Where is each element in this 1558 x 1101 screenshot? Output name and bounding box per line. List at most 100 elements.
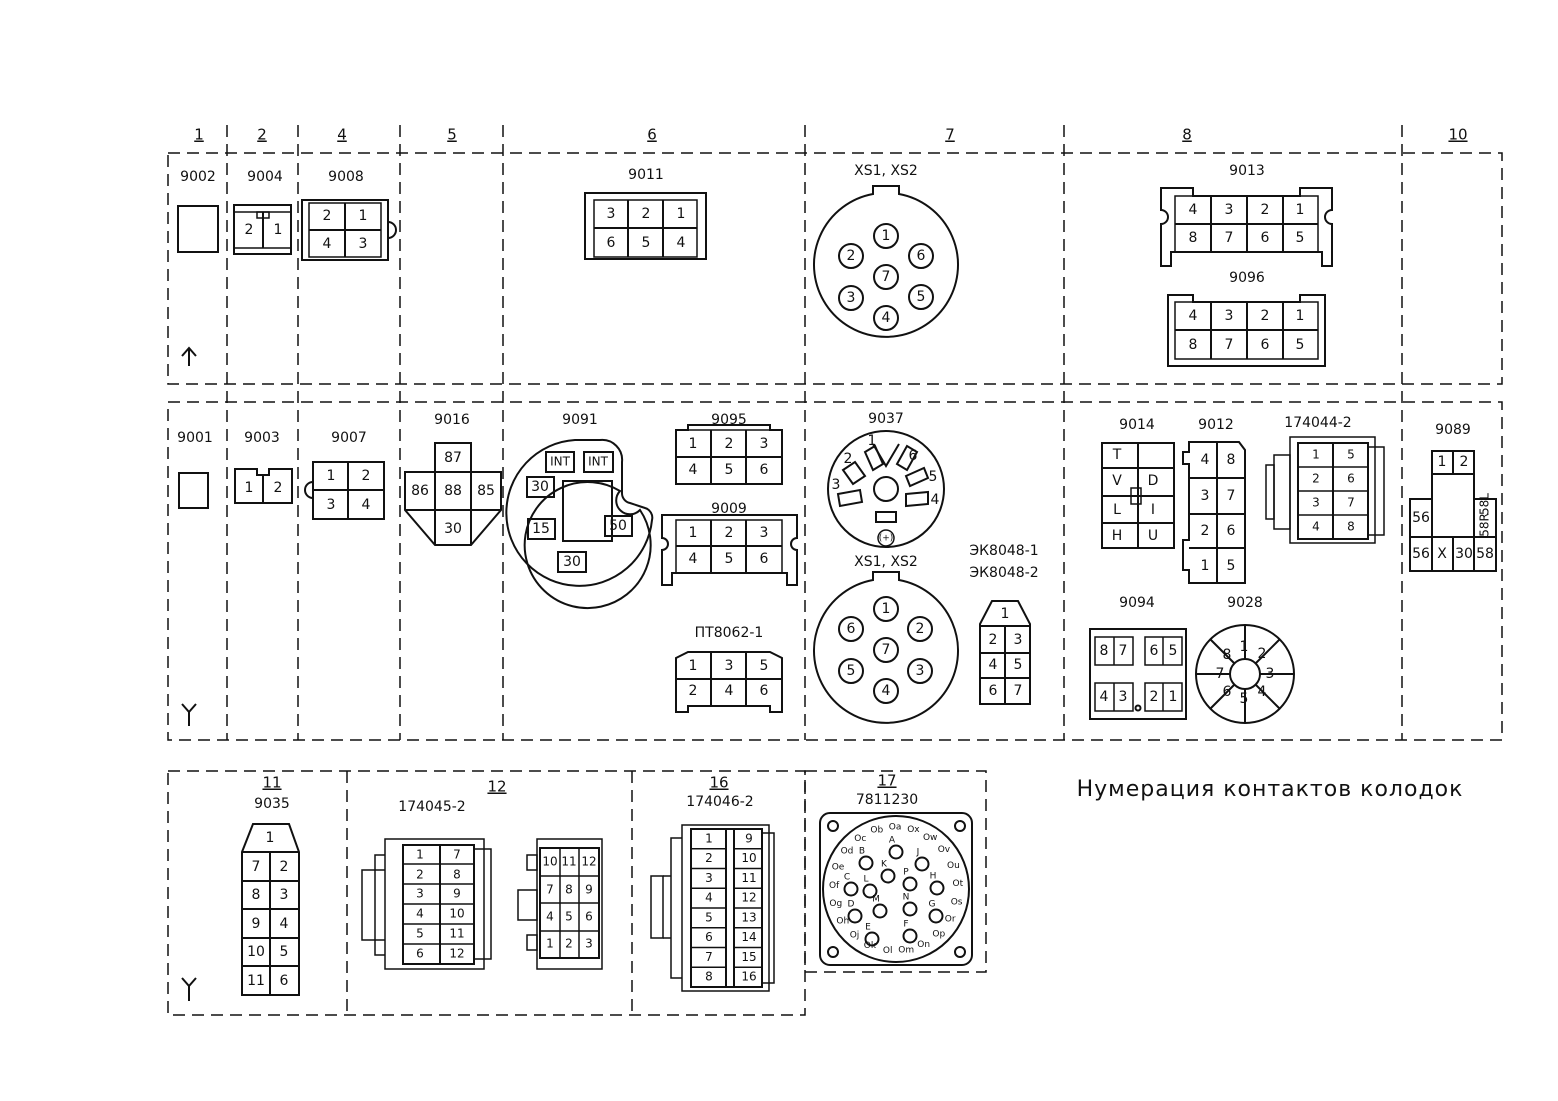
connector-9003: 9003 1 2 (234, 430, 293, 504)
pin-label: 2 (323, 208, 332, 224)
ring-pin-label: Om (898, 946, 914, 956)
pin-label: 2 (1150, 689, 1159, 705)
pin-label: 1 (882, 228, 891, 244)
connector-label: XS1, XS2 (854, 554, 918, 570)
connector-174044-2: 174044-2 1 5 2 6 3 7 4 8 (1265, 415, 1385, 544)
pin-label: 8 (1189, 337, 1198, 353)
ring-pin-label: Ob (870, 826, 883, 836)
pin-label: 10 (449, 907, 464, 921)
pin-label: V (1112, 473, 1122, 489)
pin-label: 8 (1227, 452, 1236, 468)
pin-label: 3 (847, 290, 856, 306)
pin-label: 4 (725, 683, 734, 699)
connector-label: 9007 (331, 430, 367, 446)
connector-9001: 9001 (177, 430, 213, 509)
pin-label: 4 (931, 492, 940, 508)
pin-label: 13 (741, 910, 756, 924)
connector-label: 174046-2 (686, 794, 753, 810)
pin-label: 86 (411, 483, 429, 499)
column-header-2: 2 (257, 126, 267, 144)
connector-9089: 9089 1 2 56 58L 58R 56 X 30 58 (1409, 422, 1497, 572)
connector-9011: 9011 3 2 1 6 5 4 (584, 167, 707, 260)
pin-socket (862, 883, 878, 899)
drawing-title: Нумерация контактов колодок (1077, 777, 1464, 802)
connector-9037-socket: 9037 1 2 3 4 5 6 (+) (827, 411, 945, 548)
pin-label: 7 (252, 859, 261, 875)
pin-label: 58L (1478, 493, 1492, 515)
connector-label: 9096 (1229, 270, 1265, 286)
pin-label: 2 (1261, 308, 1270, 324)
pin-label: L (1113, 502, 1121, 518)
pin-label: 6 (705, 930, 713, 944)
column-header-7: 7 (945, 126, 955, 144)
pin-label: 10 (247, 944, 265, 960)
section-header-11: 11 (262, 774, 281, 792)
pin-label: 2 (274, 480, 283, 496)
pin-label: 5 (1169, 643, 1178, 659)
pin-label: 10 (741, 851, 756, 865)
pin-label: 3 (327, 497, 336, 513)
pin-label: 7 (1227, 488, 1236, 504)
pin-label: 3 (760, 525, 769, 541)
pin-label: 7 (1225, 230, 1234, 246)
pin-label: 6 (760, 551, 769, 567)
pin-label: 1 (1296, 308, 1305, 324)
pin-label: 11 (449, 927, 464, 941)
pin-socket (902, 901, 918, 917)
pin-label: L (863, 875, 868, 885)
pin-label: 3 (705, 871, 713, 885)
pin-socket (864, 931, 880, 947)
pin-label: 6 (585, 910, 593, 924)
connector-ek8048: ЭК8048-1 ЭК8048-2 1 2 3 4 5 6 7 (969, 543, 1039, 705)
pin-label: 5 (1014, 657, 1023, 673)
pin-label: 5 (917, 289, 926, 305)
pin-label: 4 (1100, 689, 1109, 705)
connector-9035: 9035 1 7 2 8 3 9 4 10 5 11 6 (241, 796, 300, 996)
connector-xs1-xs2-round: XS1, XS2 1 2 6 7 3 5 4 (813, 163, 959, 338)
pin-label: 1 (245, 480, 254, 496)
pin-label: 7 (1216, 666, 1225, 682)
pin-label: 1 (1296, 202, 1305, 218)
pin-label: H (1112, 528, 1123, 544)
connector-label: 9012 (1198, 417, 1234, 433)
ring-pin-label: Od (841, 847, 854, 857)
pin-label: 2 (725, 525, 734, 541)
pin-label: 1 (416, 848, 424, 862)
pin-socket (888, 844, 904, 860)
pin-label: 4 (1258, 684, 1267, 700)
pin-label: 4 (882, 310, 891, 326)
pin-label: 5 (760, 658, 769, 674)
y-mark-icon (181, 703, 197, 726)
section-header-17: 17 (877, 772, 896, 790)
pin-label: 1 (1001, 606, 1010, 622)
pin-label: J (916, 848, 920, 858)
pin-label: 56 (1412, 546, 1430, 562)
connector-9002: 9002 (177, 169, 219, 253)
ring-pin-label: Ow (923, 833, 937, 843)
pin-label: 11 (741, 871, 756, 885)
pin-socket (847, 908, 863, 924)
pin-label: 7 (1225, 337, 1234, 353)
pin-label: 5 (280, 944, 289, 960)
pin-label: 2 (725, 436, 734, 452)
pin-label: 12 (449, 947, 464, 961)
ring-pin-label: Ou (947, 861, 960, 871)
pin-label: 3 (1119, 689, 1128, 705)
pin-label: 88 (444, 483, 462, 499)
pin-label: C (844, 873, 850, 883)
pin-label: 2 (1261, 202, 1270, 218)
ring-pin-label: Oh (836, 916, 849, 926)
pin-label: 3 (1014, 632, 1023, 648)
pin-label: 6 (847, 621, 856, 637)
column-headers: 1 2 4 5 6 7 8 10 11 12 16 17 (194, 126, 1467, 796)
pin-label: 4 (705, 891, 713, 905)
connector-9095: 9095 1 2 3 4 5 6 (675, 412, 783, 485)
pin-label: X (1437, 546, 1447, 562)
pin-label: 9 (252, 916, 261, 932)
pin-label: 9 (453, 887, 461, 901)
ring-pin-label: Ov (938, 845, 951, 855)
pin-label: N (903, 893, 910, 903)
pin-label: 3 (1266, 666, 1275, 682)
ring-pin-label: Ox (907, 825, 920, 835)
